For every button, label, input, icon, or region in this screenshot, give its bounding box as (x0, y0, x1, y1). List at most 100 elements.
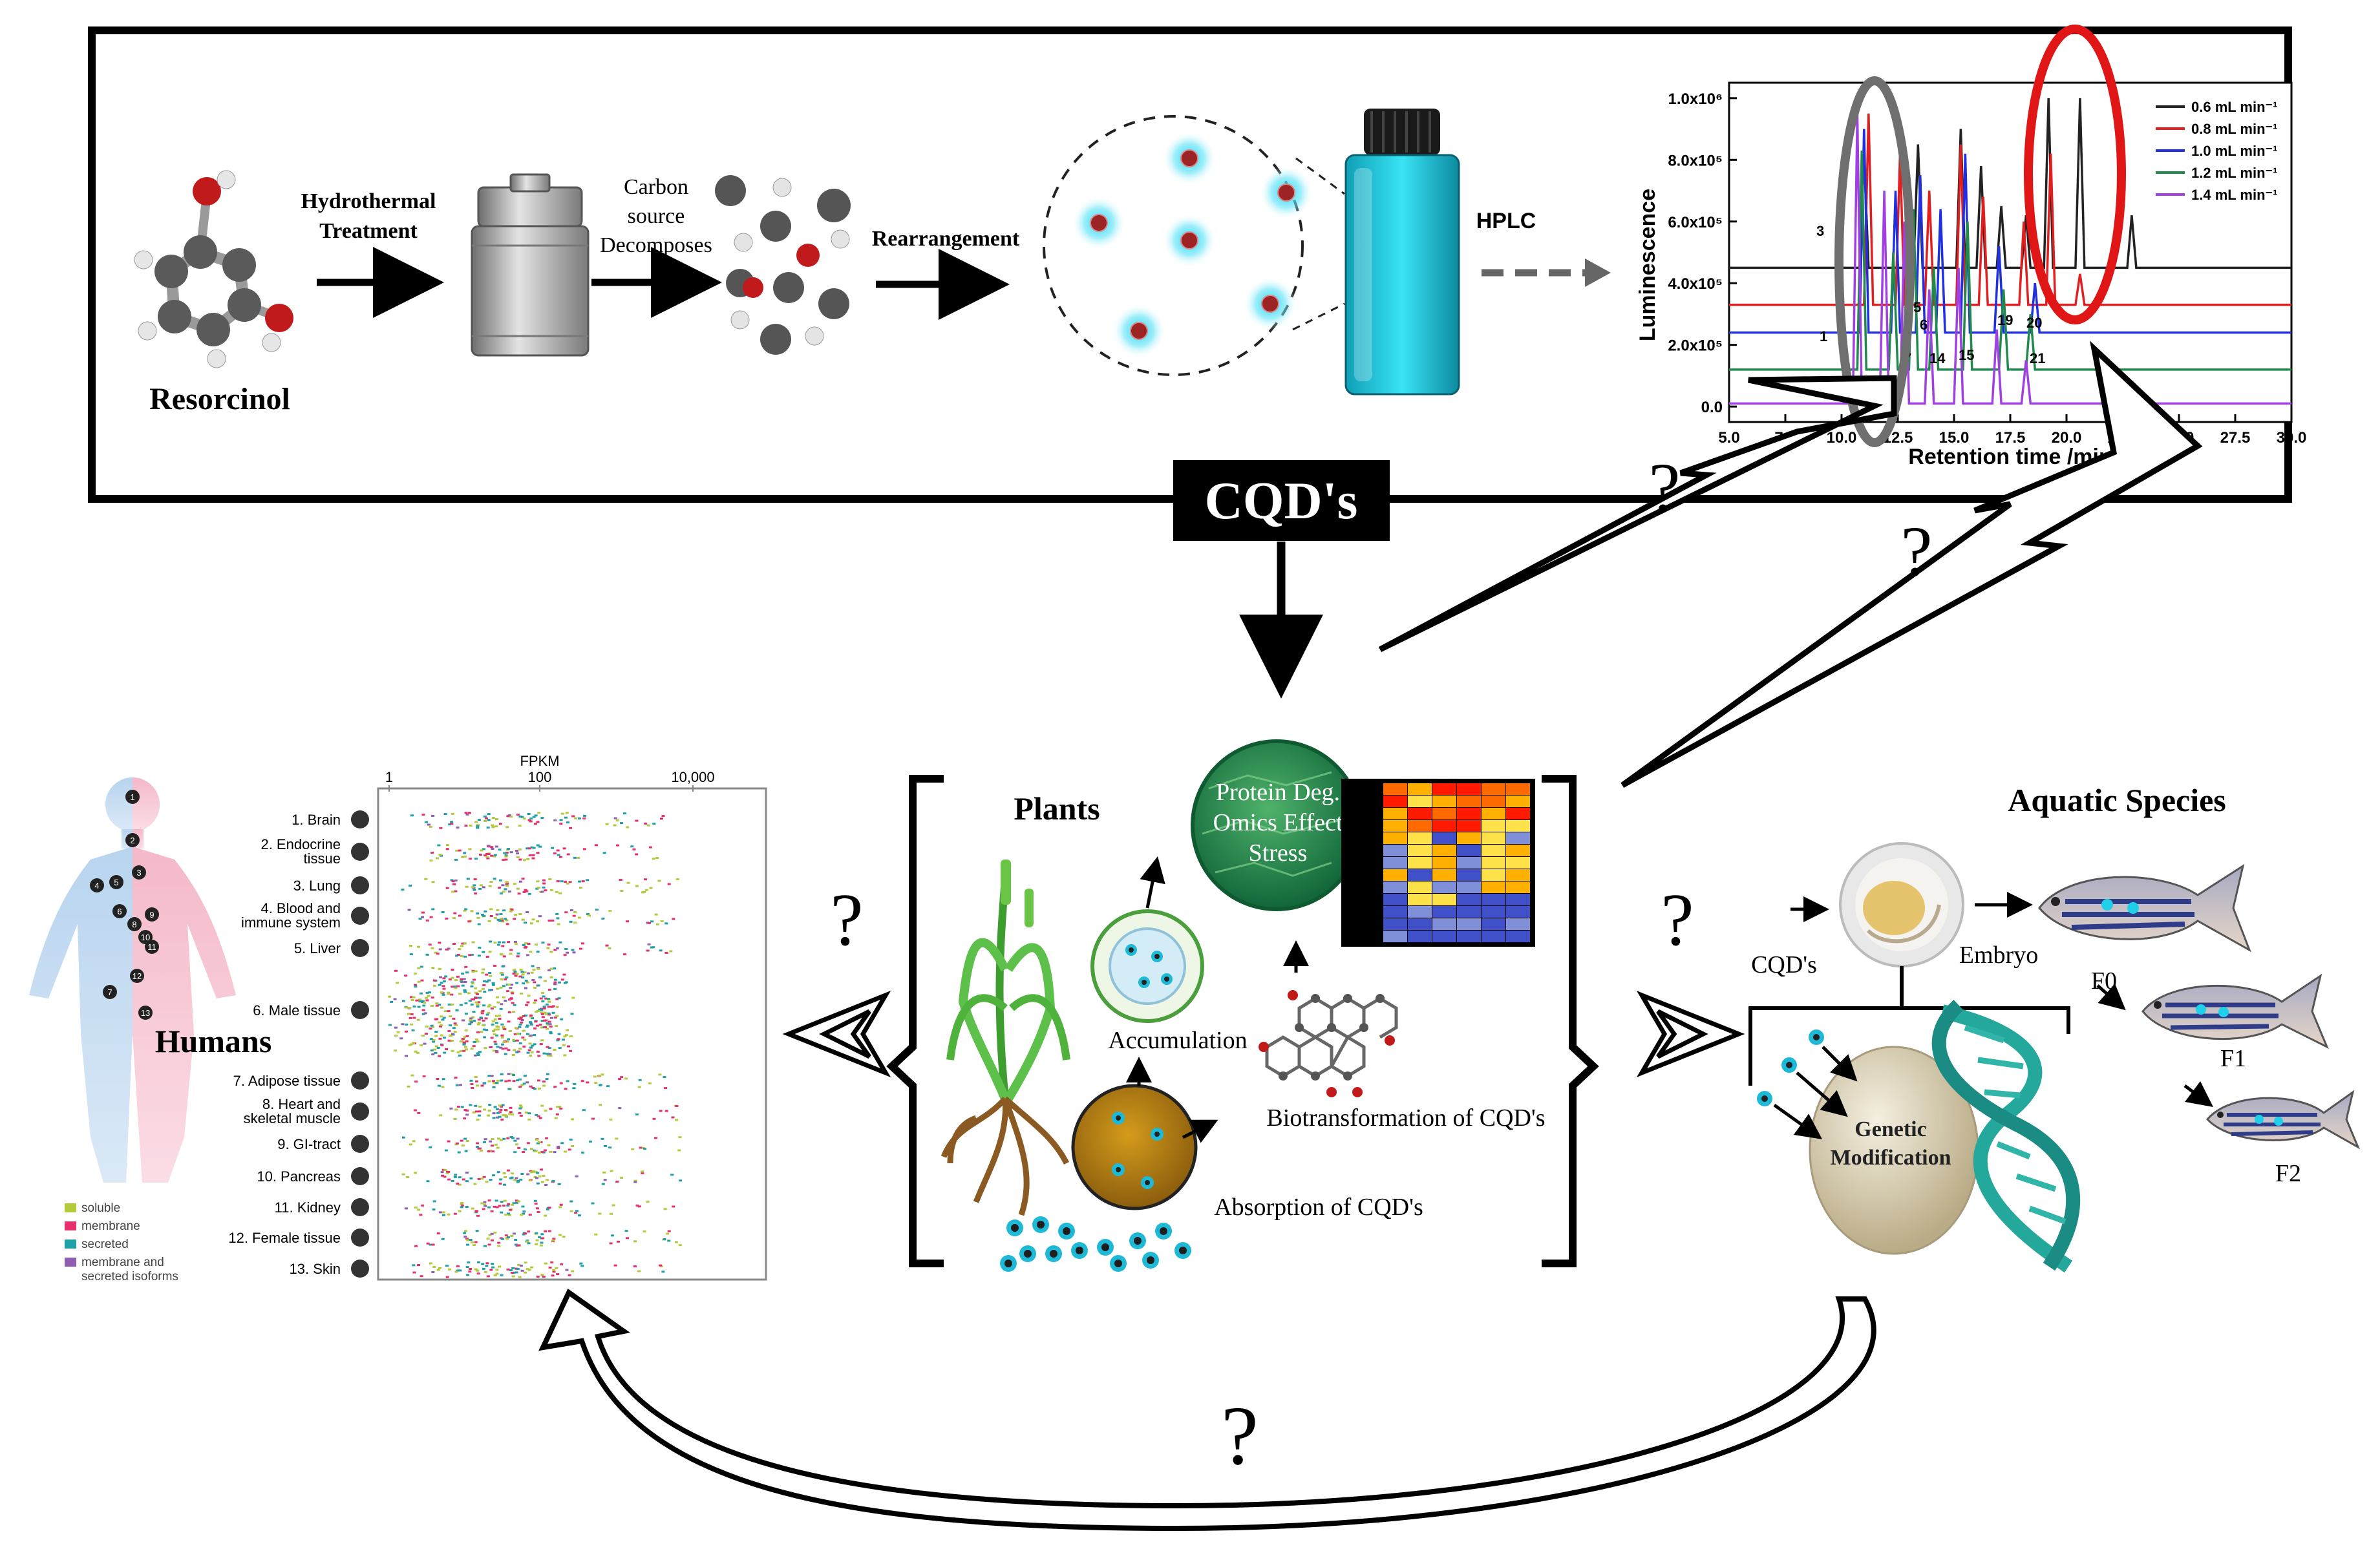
fpkm-dot (483, 1036, 487, 1039)
fpkm-dot (462, 1041, 466, 1044)
fpkm-dot (429, 1028, 432, 1029)
fpkm-dot (394, 969, 398, 972)
fpkm-dot (476, 912, 480, 914)
heatmap-cell (1482, 832, 1505, 844)
fpkm-dot (538, 976, 542, 978)
fpkm-dot (535, 1239, 539, 1241)
tissue-label: 13. Skin (290, 1261, 341, 1277)
fpkm-dot (557, 1038, 560, 1040)
fpkm-dot (478, 1105, 482, 1108)
fpkm-dot (643, 1230, 646, 1232)
fpkm-dot (412, 1271, 416, 1274)
fpkm-dot (465, 1238, 469, 1240)
fpkm-dot (507, 1214, 511, 1216)
fpkm-dot (489, 1046, 493, 1048)
fpkm-dot (468, 954, 472, 956)
tissue-label: skeletal muscle (244, 1110, 341, 1126)
fpkm-dot (503, 1114, 507, 1117)
fpkm-dot (458, 914, 462, 917)
step2-line1: Carbon (624, 175, 688, 199)
fpkm-dot (490, 1232, 494, 1235)
fpkm-dot (489, 1179, 493, 1181)
fpkm-dot (480, 1150, 483, 1152)
fpkm-dot (537, 1055, 541, 1057)
fpkm-dot (536, 1010, 540, 1012)
fpkm-dot (417, 1112, 421, 1114)
fpkm-dot (559, 1082, 563, 1084)
fpkm-dot (449, 1035, 452, 1037)
fpkm-dot (480, 1084, 484, 1087)
hplc-ytick-label: 1.0x10⁶ (1668, 90, 1723, 108)
fpkm-dot (504, 855, 508, 858)
fpkm-dot (469, 825, 473, 827)
fpkm-dot (503, 852, 507, 854)
fpkm-dot (672, 1205, 675, 1208)
fpkm-dot (469, 1079, 473, 1082)
fpkm-dot (482, 951, 485, 953)
fpkm-dot (527, 943, 531, 945)
fpkm-dot (425, 821, 428, 823)
fpkm-dot (534, 999, 537, 1002)
fpkm-dot (536, 880, 540, 883)
fpkm-dot (431, 815, 435, 817)
fpkm-dot (436, 1232, 440, 1235)
fpkm-dot (415, 999, 419, 1002)
fpkm-dot (540, 1026, 544, 1029)
fpkm-dot (493, 854, 497, 856)
omics-line1: Protein Deg. (1216, 779, 1340, 806)
fpkm-dot (542, 882, 546, 885)
heatmap-cell (1457, 808, 1481, 819)
fpkm-dot (573, 1082, 577, 1085)
fpkm-dot (416, 1051, 420, 1054)
fpkm-dot (586, 913, 590, 915)
fpkm-dot (476, 1119, 480, 1121)
fpkm-dot (425, 991, 429, 994)
fpkm-dot (408, 1044, 412, 1046)
fpkm-dot (473, 1244, 476, 1247)
fpkm-dot (524, 1112, 528, 1113)
fpkm-dot (438, 967, 441, 970)
fpkm-dot (496, 996, 500, 998)
fpkm-dot (455, 1009, 459, 1011)
fpkm-dot (478, 887, 482, 890)
fpkm-dot (548, 1266, 552, 1269)
fpkm-dot (417, 1006, 421, 1008)
fpkm-dot (466, 1239, 470, 1241)
fpkm-dot (489, 881, 493, 883)
fpkm-dot (476, 1214, 480, 1217)
fpkm-dot (648, 846, 652, 849)
fpkm-dot (518, 880, 522, 883)
fpkm-dot (598, 1212, 602, 1215)
fpkm-dot (544, 997, 548, 1000)
fpkm-dot (465, 1110, 469, 1112)
fpkm-dot (476, 1272, 480, 1275)
fpkm-dot (522, 1029, 526, 1032)
fpkm-dot (526, 1240, 529, 1243)
fpkm-dot (553, 978, 557, 981)
fpkm-dot (472, 1011, 476, 1013)
legend-membrane-secreted-1: membrane and (81, 1256, 164, 1269)
fpkm-dot (454, 1024, 458, 1026)
fpkm-dot (535, 1138, 538, 1141)
fpkm-dot (494, 845, 498, 848)
fpkm-dot (428, 944, 432, 946)
fpkm-dot (498, 1015, 502, 1017)
fpkm-dot (615, 1181, 619, 1183)
fpkm-dot (518, 848, 522, 850)
fpkm-dot (490, 846, 494, 849)
fpkm-dot (491, 1263, 494, 1265)
fpkm-dot (524, 1261, 527, 1264)
fpkm-dot (652, 823, 656, 825)
fpkm-dot (474, 997, 478, 999)
fpkm-dot (529, 951, 533, 953)
fpkm-dot (509, 816, 513, 818)
fpkm-dot (518, 1112, 522, 1114)
fpkm-dot (560, 812, 564, 815)
fpkm-dot (498, 1205, 502, 1207)
fpkm-dot (496, 1001, 500, 1004)
fpkm-dot (623, 953, 627, 956)
fpkm-dot (549, 1026, 553, 1028)
fpkm-dot (482, 1267, 485, 1270)
fpkm-dot (412, 1017, 416, 1019)
fpkm-dot (451, 1179, 454, 1182)
